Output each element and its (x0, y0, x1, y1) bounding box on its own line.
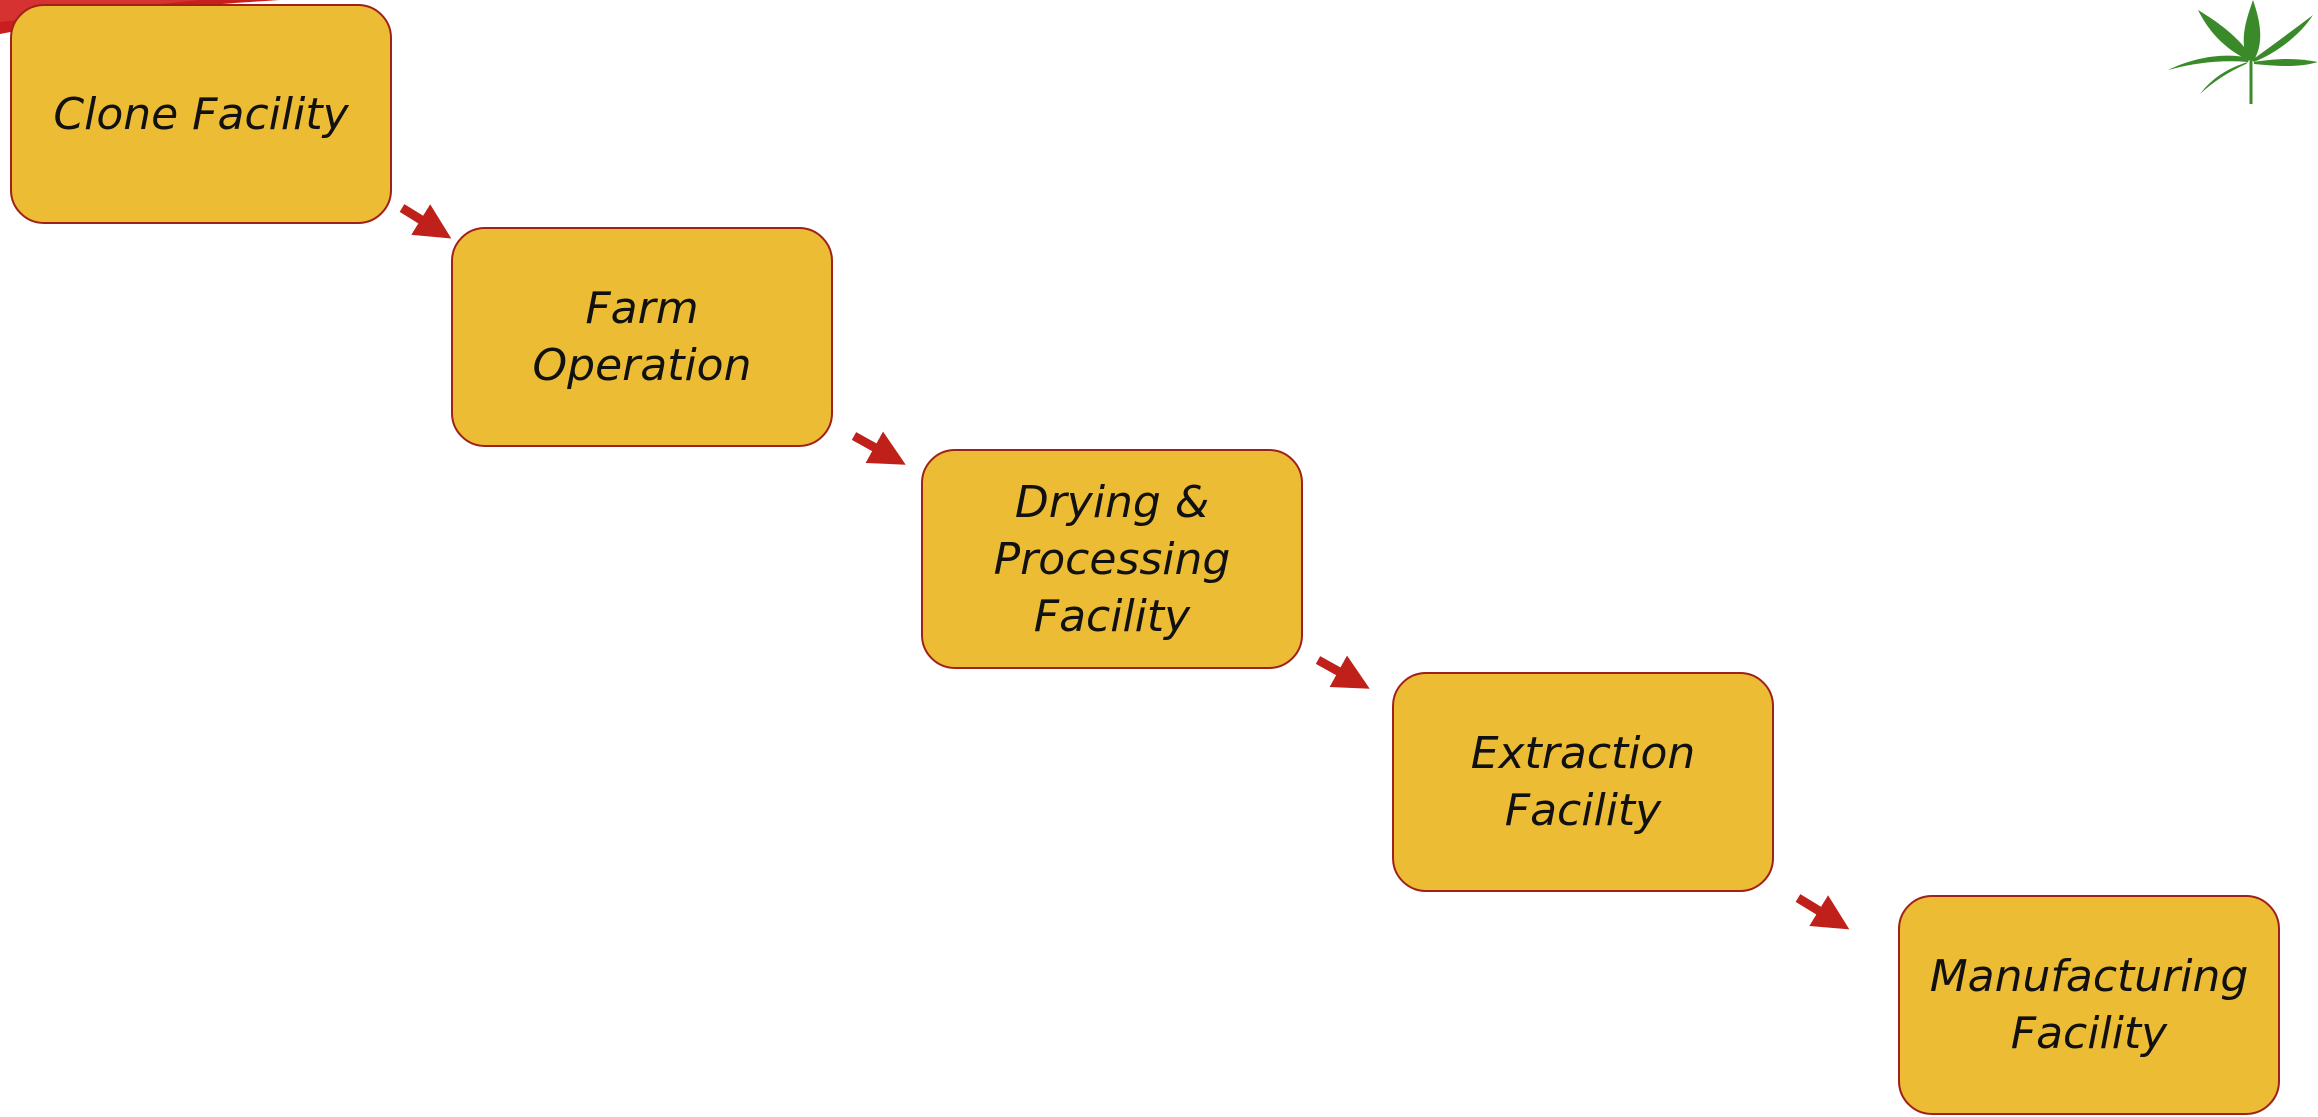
flow-arrow-3 (1315, 655, 1370, 689)
step-extraction-facility: Extraction Facility (1392, 672, 1774, 892)
step-clone-facility: Clone Facility (10, 4, 392, 224)
step-drying-processing-facility: Drying & Processing Facility (921, 449, 1303, 669)
cannabis-leaf-icon (2168, 0, 2318, 104)
step-label: Manufacturing Facility (1929, 951, 2249, 1059)
step-manufacturing-facility: Manufacturing Facility (1898, 895, 2280, 1115)
step-label: Farm Operation (532, 283, 752, 391)
flow-arrow-4 (1795, 894, 1850, 930)
step-label: Extraction Facility (1470, 728, 1696, 836)
flow-arrow-2 (851, 431, 906, 465)
step-label: Drying & Processing Facility (993, 476, 1231, 642)
flow-arrow-1 (399, 204, 452, 239)
step-label: Clone Facility (53, 88, 349, 140)
step-farm-operation: Farm Operation (451, 227, 833, 447)
